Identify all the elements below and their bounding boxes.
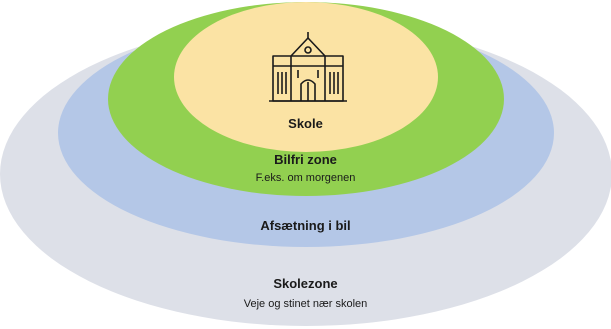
bilfri-subtitle: F.eks. om morgenen — [255, 172, 356, 184]
skolezone-subtitle: Veje og stinet nær skolen — [243, 298, 368, 310]
zone-skole — [174, 2, 438, 152]
skole-title: Skole — [288, 116, 323, 131]
school-building-icon — [269, 32, 347, 102]
afsaetning-title: Afsætning i bil — [260, 218, 351, 233]
skolezone-title: Skolezone — [273, 276, 338, 291]
bilfri-title: Bilfri zone — [274, 152, 337, 167]
